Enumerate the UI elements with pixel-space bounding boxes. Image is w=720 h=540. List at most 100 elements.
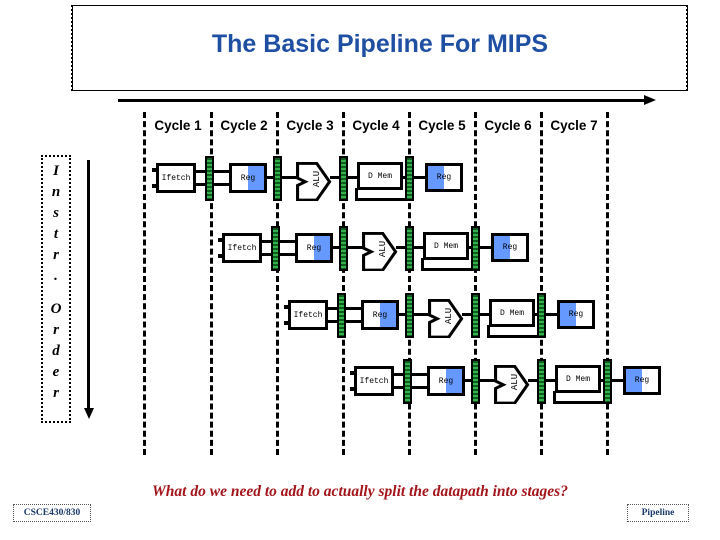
stage-reg-writeback-label: Reg [568,310,584,319]
wire [609,379,625,382]
stage-alu: ALU [359,227,399,271]
cycle-gridline [342,112,345,455]
instr-order-char: s [53,205,59,221]
instr-order-char: d [52,343,60,359]
instr-order-char: I [53,163,59,179]
stage-ifetch-label: Ifetch [293,310,323,320]
wire [345,176,361,179]
time-axis-arrowhead-icon [644,95,656,105]
footer-course-code: CSCE430/830 [13,504,91,522]
stage-ifetch: Ifetch [156,163,196,193]
wire [277,253,297,256]
pipeline-register [339,226,348,271]
stage-dmem: D Mem [357,162,403,190]
pipeline-register [339,156,348,201]
stage-dmem-label: D Mem [367,171,392,181]
wire [409,373,429,376]
instruction-row-1: Ifetch Reg ALU D Mem [0,156,720,216]
wire [392,386,410,389]
reg-read-highlight [380,303,396,327]
pipeline-register [471,226,480,271]
reg-writeback-highlight [626,369,642,392]
pipeline-register [537,359,546,404]
wire [345,246,363,249]
stage-ifetch: Ifetch [222,233,262,263]
wire [392,373,410,376]
stage-alu: ALU [425,294,465,338]
stage-reg-label: Reg [438,376,454,386]
instr-order-char: . [54,268,58,284]
wire [421,268,476,271]
cycle-label-6: Cycle 6 [484,118,532,133]
stage-dmem: D Mem [489,299,535,327]
pipeline-register [205,156,214,201]
wire [211,183,231,186]
pipeline-register [405,293,414,338]
page-title: The Basic Pipeline For MIPS [211,30,549,58]
wire [409,386,429,389]
instruction-row-4: Ifetch Reg ALU D Mem [198,359,720,419]
title-placeholder-right-edge [686,5,688,91]
stage-dmem: D Mem [555,365,601,393]
alu-shape-icon [494,364,530,404]
stage-reg-read: Reg [229,163,267,193]
reg-writeback-highlight [494,236,510,259]
stage-reg-label: Reg [240,173,256,183]
footer-topic: Pipeline [627,504,689,522]
stage-ifetch: Ifetch [288,300,328,330]
cycle-label-3: Cycle 3 [286,118,334,133]
cycle-label-4: Cycle 4 [352,118,400,133]
wire [277,240,297,243]
wire [477,379,495,382]
cycle-gridline [606,112,609,455]
instr-order-char: r [53,322,59,338]
wire [260,240,278,243]
reg-writeback-highlight [560,303,576,326]
wire [477,246,493,249]
wire [487,325,490,338]
wire [343,320,363,323]
instruction-order-arrowhead-icon [83,408,94,419]
stage-dmem-label: D Mem [565,374,590,384]
cycle-label-1: Cycle 1 [154,118,202,133]
wire [411,313,429,316]
instr-order-char: r [53,247,59,263]
wire [211,170,231,173]
cycle-label-7: Cycle 7 [550,118,598,133]
stage-reg-read: Reg [361,300,399,330]
wire [543,379,559,382]
pipeline-register [405,226,414,271]
pipeline-register [603,359,612,404]
cycle-gridline [408,112,411,455]
stage-reg-writeback: Reg [491,233,529,262]
pipeline-register [403,359,412,404]
alu-shape-icon [428,298,464,338]
wire [553,401,608,404]
cycle-gridline [210,112,213,455]
stage-reg-writeback-label: Reg [634,376,650,385]
title-placeholder-left-edge [71,5,73,91]
stage-ifetch: Ifetch [354,366,394,396]
stage-alu: ALU [491,360,531,404]
pipeline-register [471,359,480,404]
stage-reg-label: Reg [372,310,388,320]
wire [421,258,424,271]
instruction-row-2: Ifetch Reg ALU D Mem [66,226,720,286]
instr-order-char: r [53,385,59,401]
pipeline-register [471,293,480,338]
instr-order-char: O [50,301,62,317]
stage-alu: ALU [293,157,333,201]
instr-order-char: t [53,226,59,242]
wire [343,307,363,310]
alu-shape-icon [296,161,332,201]
stage-dmem-label: D Mem [433,241,458,251]
time-axis-line [118,99,648,102]
cycle-gridline [276,112,279,455]
reg-read-highlight [314,236,330,260]
stage-reg-read: Reg [295,233,333,263]
stage-dmem-label: D Mem [499,308,524,318]
instruction-order-arrow [83,160,94,419]
stage-ifetch-label: Ifetch [161,173,191,183]
cycle-gridline [143,112,146,455]
